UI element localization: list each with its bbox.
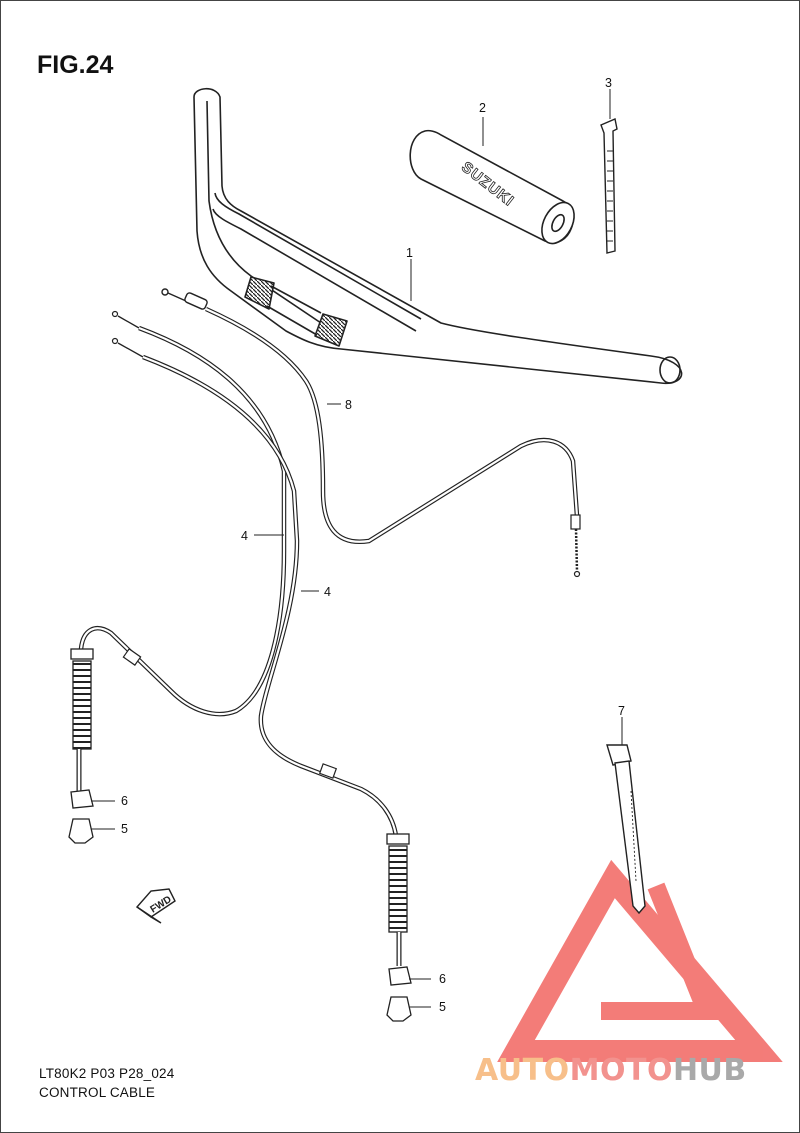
cable-8: [161, 288, 581, 578]
callout-5-a: 5: [121, 822, 128, 836]
cable-tie: [606, 744, 646, 915]
handlebar: [193, 87, 683, 384]
figure-footer: LT80K2 P03 P28_024 CONTROL CABLE: [39, 1064, 174, 1102]
figure-code: LT80K2 P03 P28_024: [39, 1066, 175, 1081]
figure-title: FIG.24: [37, 51, 114, 79]
callout-6-a: 6: [121, 794, 128, 808]
callout-1: 1: [406, 246, 413, 260]
callout-6-b: 6: [439, 972, 446, 986]
figure-name: CONTROL CABLE: [39, 1085, 156, 1100]
callout-4-b: 4: [324, 585, 331, 599]
cable-4-right: [111, 337, 412, 1022]
cable-4-left: [68, 310, 287, 844]
callouts: 1 2 3 4 4 5 5 6 6 7 8: [121, 76, 625, 1014]
callout-3: 3: [605, 76, 612, 90]
watermark-text: AUTOMOTOHUB: [475, 1053, 747, 1088]
callout-8: 8: [345, 398, 352, 412]
callout-2: 2: [479, 101, 486, 115]
leader-lines: [91, 89, 623, 1008]
handlebar-pad: SUZUKI: [409, 129, 575, 245]
forward-arrow: FWD: [135, 888, 176, 924]
strap-band: [600, 118, 618, 254]
callout-7: 7: [618, 704, 625, 718]
callout-4-a: 4: [241, 529, 248, 543]
callout-5-b: 5: [439, 1000, 446, 1014]
watermark-logo: [497, 859, 783, 1062]
